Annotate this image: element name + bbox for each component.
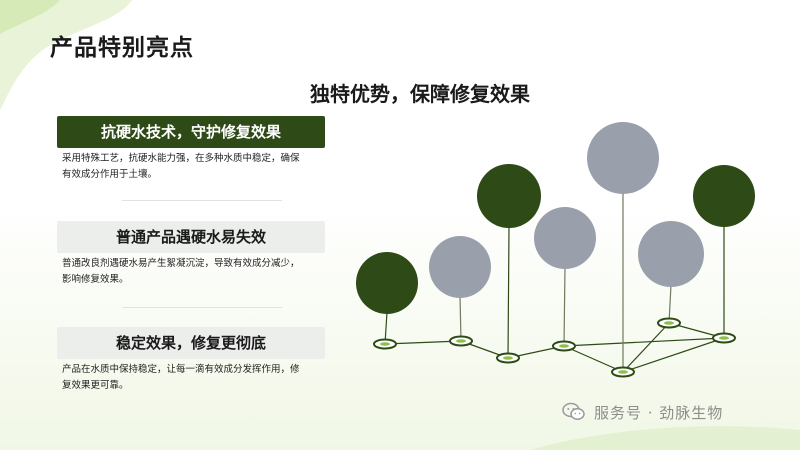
network-circle-6	[638, 221, 704, 287]
network-circle-7	[693, 165, 755, 227]
network-base-dot-4	[559, 344, 569, 348]
network-circle-4	[534, 207, 596, 269]
section-2-body: 普通改良剂遇硬水易产生絮凝沉淀，导致有效成分减少， 影响修复效果。	[62, 256, 330, 288]
section-divider-2	[122, 307, 282, 308]
network-circle-3	[477, 164, 541, 228]
network-circle-1	[356, 252, 418, 314]
section-1-heading: 抗硬水技术，守护修复效果	[57, 116, 325, 148]
network-base-dot-2	[456, 339, 466, 343]
section-2-heading: 普通产品遇硬水易失效	[57, 221, 325, 253]
network-link-7	[563, 337, 725, 347]
section-1-body-line-2: 有效成分作用于土壤。	[62, 169, 158, 180]
network-stem-2	[459, 295, 462, 342]
page-title: 产品特别亮点	[50, 35, 194, 61]
network-link-5	[622, 322, 670, 373]
network-link-8	[622, 337, 725, 373]
section-3-body-line-1: 产品在水质中保持稳定，让每一滴有效成分发挥作用，修	[62, 364, 300, 375]
network-link-1	[384, 340, 462, 345]
section-2-body-line-1: 普通改良剂遇硬水易产生絮凝沉淀，导致有效成分减少，	[62, 258, 300, 269]
section-divider-1	[122, 200, 282, 201]
section-3-heading: 稳定效果，修复更彻底	[57, 327, 325, 359]
section-1-body-line-1: 采用特殊工艺，抗硬水能力强，在多种水质中稳定，确保	[62, 153, 300, 164]
network-circle-5	[587, 122, 659, 194]
network-stem-6	[668, 284, 672, 324]
network-stem-3	[507, 225, 510, 359]
section-1-body: 采用特殊工艺，抗硬水能力强，在多种水质中稳定，确保 有效成分作用于土壤。	[62, 151, 330, 183]
section-3-body-line-2: 复效果更可靠。	[62, 380, 129, 391]
network-base-dot-1	[380, 342, 390, 346]
network-base-dot-6	[664, 321, 674, 325]
page-subtitle: 独特优势，保障修复效果	[310, 82, 530, 106]
section-2-body-line-2: 影响修复效果。	[62, 274, 129, 285]
section-3-body: 产品在水质中保持稳定，让每一滴有效成分发挥作用，修 复效果更可靠。	[62, 362, 330, 394]
network-base-dot-3	[503, 356, 513, 360]
network-stem-4	[563, 266, 566, 347]
watermark-text: 服务号 · 劲脉生物	[594, 404, 724, 422]
network-link-4	[563, 345, 624, 373]
network-circle-2	[429, 236, 491, 298]
wechat-icon	[562, 402, 585, 420]
network-base-dot-7	[719, 336, 729, 340]
network-base-dot-5	[618, 370, 628, 374]
